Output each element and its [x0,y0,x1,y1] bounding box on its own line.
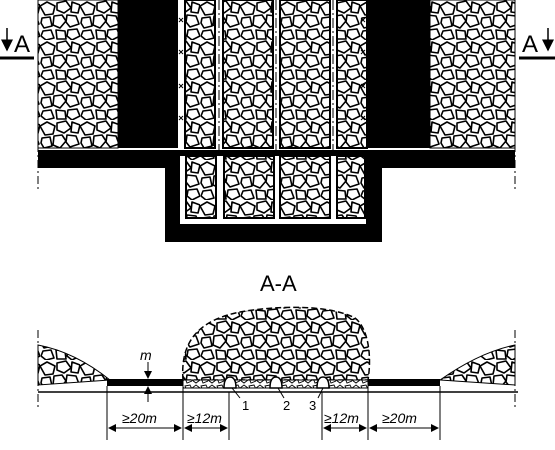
left-black-layer [107,379,183,386]
plan-view: A A [0,0,555,242]
section-mark-right: A [519,28,555,60]
left-pillar [118,0,178,148]
section-mark-left: A [0,28,34,60]
left-rock-mass [37,0,119,149]
right-rock-mass [429,0,516,149]
callout-2: 2 [283,398,290,413]
right-waste-pile [438,344,516,386]
cut-label-left: A [14,31,30,58]
callout-1: 1 [242,398,249,413]
callout-3: 3 [309,398,316,413]
dim-right-inner: ≥12m [324,410,359,426]
dim-left-outer: ≥20m [122,410,157,426]
section-title: A-A [260,271,297,296]
right-black-layer [368,379,440,386]
ore-heap [182,306,371,381]
drain-pipes [223,376,330,389]
central-stopes [178,0,368,220]
lower-stopes [185,155,366,219]
left-waste-pile [37,344,112,386]
section-view: A-A 1 2 3 [37,271,518,440]
thickness-label: m [140,347,152,363]
right-pillar [368,0,430,148]
thickness-indicator: m [140,347,152,402]
dim-right-outer: ≥20m [382,410,417,426]
cut-label-right: A [522,31,538,58]
dim-left-inner: ≥12m [187,410,222,426]
